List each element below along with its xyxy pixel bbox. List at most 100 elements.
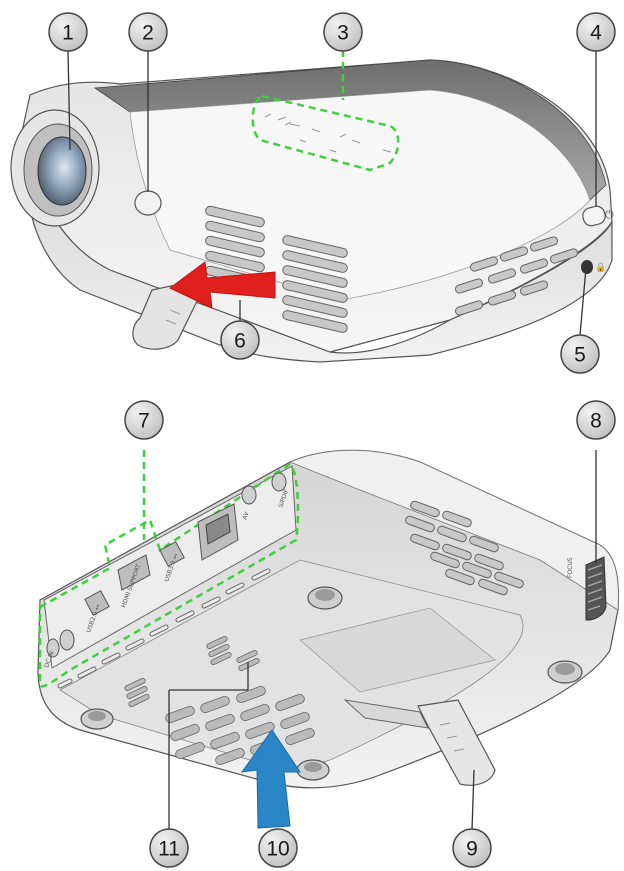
vent-slot bbox=[442, 510, 472, 528]
vent-slot bbox=[437, 525, 467, 543]
vent-slot bbox=[275, 694, 305, 711]
tilt-foot bbox=[132, 281, 201, 350]
vent-slot bbox=[282, 280, 348, 303]
vent-slot bbox=[529, 236, 559, 252]
projector-front-view: ⏻ 🔒 bbox=[10, 59, 614, 363]
vent-slot bbox=[208, 644, 230, 657]
side-vents bbox=[454, 236, 579, 316]
callout-group: 1 2 3 4 5 6 7 8 9 10 11 bbox=[48, 12, 616, 868]
blue-arrow bbox=[240, 729, 301, 829]
vent-slot bbox=[549, 248, 579, 264]
vent-slot bbox=[469, 256, 499, 272]
vent-slot bbox=[282, 295, 348, 318]
callout-number: 7 bbox=[138, 410, 150, 433]
vent-slot bbox=[205, 220, 265, 243]
focus-wheel: FOCUS bbox=[567, 556, 607, 621]
callout-3: 3 bbox=[323, 12, 363, 52]
vent-slot bbox=[478, 578, 508, 596]
vent-slot bbox=[282, 265, 348, 288]
vent-slot bbox=[236, 650, 258, 663]
callout-circle bbox=[258, 828, 298, 868]
callout-circle bbox=[149, 828, 189, 868]
projector-bottom-view: DC IN USB2.0 ⊷ HDMI SUPPORT USB3.0 ⊷ AV … bbox=[37, 449, 620, 829]
vent-slot bbox=[206, 636, 228, 649]
vent-slot bbox=[170, 724, 200, 741]
callout-circle bbox=[48, 12, 88, 52]
vent-slot bbox=[410, 500, 440, 518]
callout-circle bbox=[560, 334, 600, 374]
callout-11: 11 bbox=[149, 828, 189, 868]
callout-number: 11 bbox=[158, 838, 180, 861]
vent-slot bbox=[282, 235, 348, 258]
callout-6: 6 bbox=[220, 320, 260, 360]
ir-receiver bbox=[134, 190, 162, 216]
vent-slot bbox=[442, 543, 472, 561]
vent-slot bbox=[487, 268, 517, 284]
vent-slot bbox=[205, 250, 265, 273]
vent-slot bbox=[280, 712, 310, 729]
vent-slot bbox=[215, 748, 245, 765]
callout-circle bbox=[128, 12, 168, 52]
callout-number: 1 bbox=[62, 22, 74, 45]
vent-slot bbox=[282, 310, 348, 333]
callout-circle bbox=[220, 320, 260, 360]
vent-slot bbox=[469, 535, 499, 553]
power-button bbox=[582, 205, 606, 227]
callout-circle bbox=[452, 828, 492, 868]
io-ports: DC IN USB2.0 ⊷ HDMI SUPPORT USB3.0 ⊷ AV … bbox=[38, 462, 300, 689]
vent-slot bbox=[205, 205, 265, 228]
vent-slot bbox=[454, 300, 484, 316]
callout-leaders bbox=[67, 49, 597, 831]
callout-1: 1 bbox=[48, 12, 88, 52]
vent-slot bbox=[124, 678, 146, 691]
side-vents-lower bbox=[405, 500, 524, 596]
vent-slot bbox=[430, 551, 460, 569]
vent-slot bbox=[128, 694, 150, 707]
focus-label: FOCUS bbox=[567, 557, 574, 578]
vent-slot bbox=[200, 696, 230, 713]
security-slot bbox=[581, 260, 593, 274]
callout-number: 3 bbox=[337, 22, 349, 45]
vent-slot bbox=[405, 515, 435, 533]
vent-slot bbox=[519, 258, 549, 274]
callout-2: 2 bbox=[128, 12, 168, 52]
vent-slot bbox=[454, 278, 484, 294]
callout-number: 10 bbox=[266, 838, 289, 861]
vent-slot bbox=[245, 722, 275, 739]
callout-number: 5 bbox=[574, 344, 586, 367]
callout-7: 7 bbox=[124, 400, 164, 440]
svg-text:⏻: ⏻ bbox=[605, 208, 614, 221]
callout-circle bbox=[124, 400, 164, 440]
callout-4: 4 bbox=[576, 12, 616, 52]
vent-slot bbox=[487, 290, 517, 306]
callout-number: 6 bbox=[234, 330, 246, 353]
vent-slot bbox=[285, 728, 315, 745]
callout-circle bbox=[323, 12, 363, 52]
vent-slot bbox=[519, 280, 549, 296]
vent-slot bbox=[126, 686, 148, 699]
lens bbox=[37, 136, 87, 206]
vent-slot bbox=[210, 652, 232, 665]
vent-slot bbox=[282, 250, 348, 273]
callout-number: 4 bbox=[590, 22, 602, 45]
callout-circle bbox=[576, 400, 616, 440]
vent-slot bbox=[175, 742, 205, 759]
vent-slot bbox=[205, 235, 265, 258]
callout-number: 8 bbox=[590, 410, 602, 433]
vent-slot bbox=[210, 732, 240, 749]
vent-slot bbox=[205, 714, 235, 731]
callout-10: 10 bbox=[258, 828, 298, 868]
callout-5: 5 bbox=[560, 334, 600, 374]
callout-9: 9 bbox=[452, 828, 492, 868]
svg-text:🔒: 🔒 bbox=[595, 262, 606, 273]
callout-8: 8 bbox=[576, 400, 616, 440]
vent-slot bbox=[240, 704, 270, 721]
red-arrow bbox=[169, 261, 276, 309]
vent-slot bbox=[462, 561, 492, 579]
vent-slot bbox=[165, 706, 195, 723]
callout-number: 2 bbox=[142, 22, 154, 45]
vent-slot bbox=[410, 533, 440, 551]
vent-slot bbox=[236, 686, 266, 703]
vent-slot bbox=[499, 246, 529, 262]
